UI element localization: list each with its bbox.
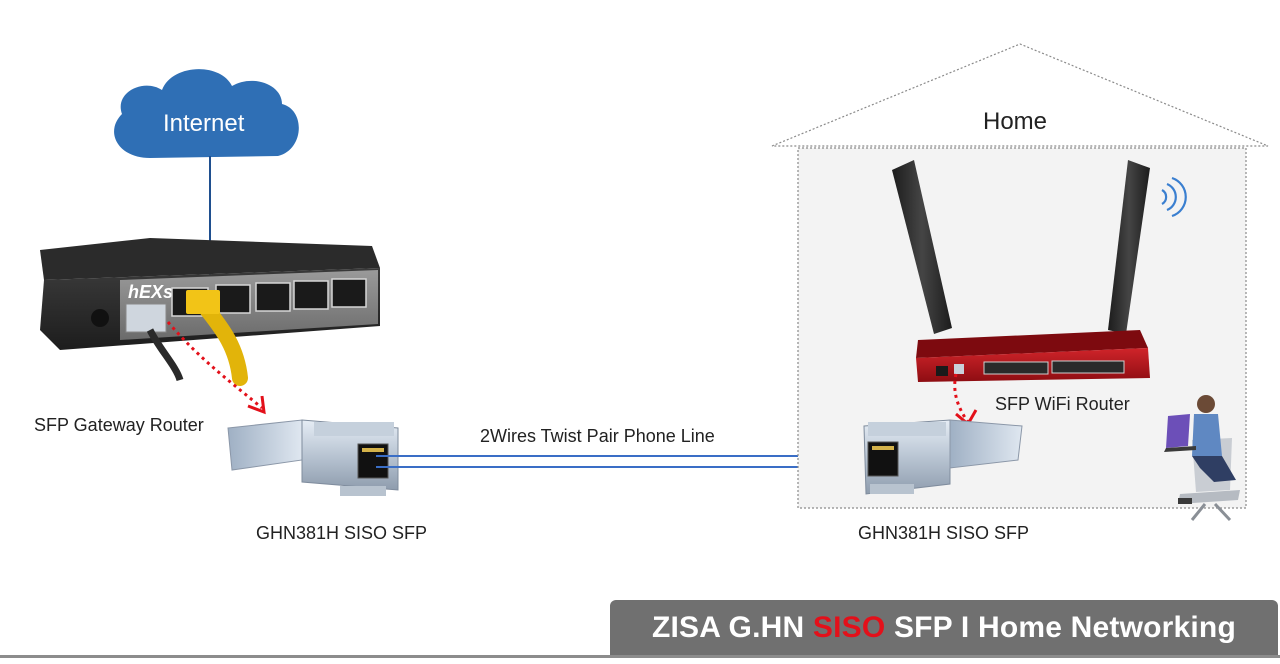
home-label: Home bbox=[983, 108, 1048, 135]
banner-text-end: SFP I Home Networking bbox=[885, 611, 1236, 644]
bottom-rule bbox=[0, 655, 1280, 658]
cloud-label: Internet bbox=[163, 110, 245, 137]
phone-line-label: 2Wires Twist Pair Phone Line bbox=[480, 426, 715, 446]
gateway-brand: hEXs bbox=[128, 282, 173, 302]
gateway-router-label: SFP Gateway Router bbox=[34, 415, 204, 435]
wifi-signal-icon bbox=[1161, 176, 1187, 218]
title-banner: ZISA G.HN SISO SFP I Home Networking bbox=[610, 600, 1278, 656]
sfp-right-label: GHN381H SISO SFP bbox=[858, 523, 1030, 543]
banner-accent: SISO bbox=[812, 611, 886, 644]
sfp-left-label: GHN381H SISO SFP bbox=[256, 523, 428, 543]
sfp-module-icon bbox=[863, 419, 1023, 495]
gateway-router-icon: hEXs bbox=[40, 238, 380, 386]
gateway-to-sfp-arrow bbox=[166, 321, 266, 415]
user-at-laptop-icon bbox=[1164, 395, 1240, 522]
cloud-icon bbox=[114, 69, 299, 158]
wifi-router-icon bbox=[892, 160, 1150, 382]
banner-text-start: ZISA G.HN bbox=[652, 611, 813, 644]
sfp-module-icon bbox=[227, 419, 399, 496]
wifi-router-label: SFP WiFi Router bbox=[995, 394, 1130, 414]
